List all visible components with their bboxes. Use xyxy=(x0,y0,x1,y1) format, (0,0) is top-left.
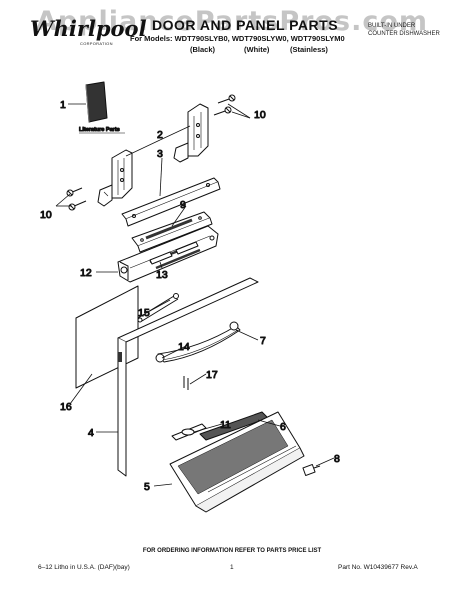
part-top-trim xyxy=(137,293,179,323)
product-type: BUILT-IN UNDER COUNTER DISHWASHER xyxy=(368,22,440,38)
callout-13: 13 xyxy=(156,269,168,281)
part-clip xyxy=(302,464,321,476)
part-control-board xyxy=(131,211,213,253)
callout-9: 9 xyxy=(180,199,186,211)
part-handle xyxy=(155,321,241,390)
page-title: DOOR AND PANEL PARTS xyxy=(152,17,339,33)
callout-17: 17 xyxy=(206,369,218,381)
part-screws-right xyxy=(213,94,236,116)
ordering-note: FOR ORDERING INFORMATION REFER TO PARTS … xyxy=(142,548,322,554)
variant-black: (Black) xyxy=(190,45,216,54)
callout-3: 3 xyxy=(157,148,163,160)
part-lower-bracket xyxy=(171,423,207,441)
literature-label: Literature Parts xyxy=(79,127,120,133)
product-line-1: BUILT-IN UNDER xyxy=(368,23,416,29)
page-number: 1 xyxy=(230,564,234,571)
part-top-channel xyxy=(121,177,221,227)
part-literature-booklet xyxy=(85,81,108,123)
callout-10-right: 10 xyxy=(254,109,266,121)
callout-7: 7 xyxy=(260,335,266,347)
callout-14: 14 xyxy=(178,341,190,353)
callout-5: 5 xyxy=(144,481,150,493)
litho-info: 6–12 Litho in U.S.A. (DAF)(bay) xyxy=(38,564,130,571)
callout-10-left: 10 xyxy=(40,209,52,221)
callout-11: 11 xyxy=(220,419,231,431)
part-buttons xyxy=(149,241,199,265)
part-number: Part No. W10439677 Rev.A xyxy=(338,564,418,571)
variant-white: (White) xyxy=(244,45,270,54)
part-left-bracket xyxy=(97,149,133,207)
part-right-bracket xyxy=(173,103,209,163)
part-screws-left xyxy=(66,187,87,211)
callout-15: 15 xyxy=(138,307,150,319)
callout-8: 8 xyxy=(334,453,340,465)
callout-6: 6 xyxy=(280,421,286,433)
product-line-2: COUNTER DISHWASHER xyxy=(368,31,440,37)
callout-2: 2 xyxy=(157,129,163,141)
brand-logo: Whirlpool xyxy=(30,16,147,41)
callout-1: 1 xyxy=(60,99,66,111)
callout-12: 12 xyxy=(80,267,92,279)
part-kick-panel xyxy=(169,411,305,513)
brand-subtitle: CORPORATION xyxy=(80,41,113,46)
variant-stainless: (Stainless) xyxy=(290,45,328,54)
callout-4: 4 xyxy=(88,427,94,439)
callout-16: 16 xyxy=(60,401,72,413)
model-list: For Models: WDT790SLYB0, WDT790SLYW0, WD… xyxy=(130,34,345,43)
part-door-panel xyxy=(117,277,259,477)
